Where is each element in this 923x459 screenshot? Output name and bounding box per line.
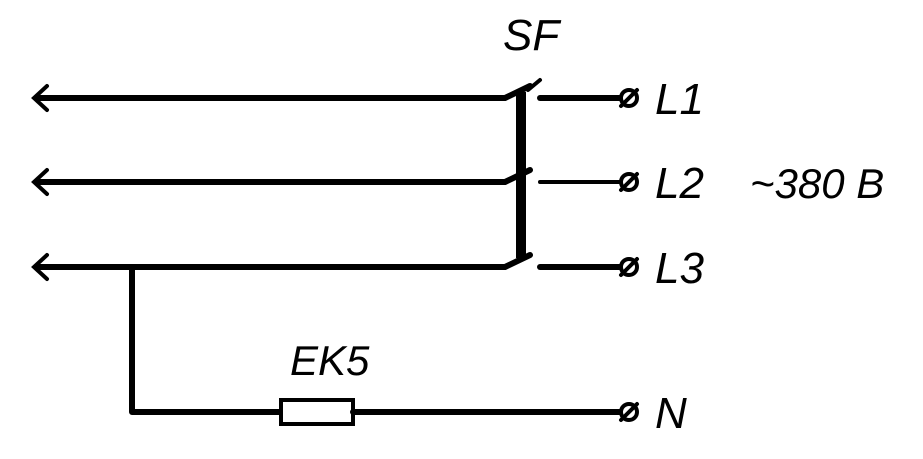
heater-element-ek5 [279,398,355,426]
wire-line-3 [33,252,533,270]
breaker-contact-top [526,78,542,92]
voltage-label: ~380 В [750,160,884,207]
terminal-label-n: N [655,389,687,438]
heater-label: EK5 [290,337,370,384]
terminal-label-l1: L1 [655,75,704,124]
wire-line-1 [33,83,533,101]
wire-line-2 [33,167,533,185]
terminal-l1 [619,88,639,108]
terminal-label-l2: L2 [655,159,704,208]
wire-neutral-drop [129,264,284,415]
terminal-label-l3: L3 [655,244,704,293]
breaker-label: SF [503,11,561,60]
terminal-l3 [619,257,639,277]
terminal-n [619,402,639,422]
terminal-l2 [619,172,639,192]
